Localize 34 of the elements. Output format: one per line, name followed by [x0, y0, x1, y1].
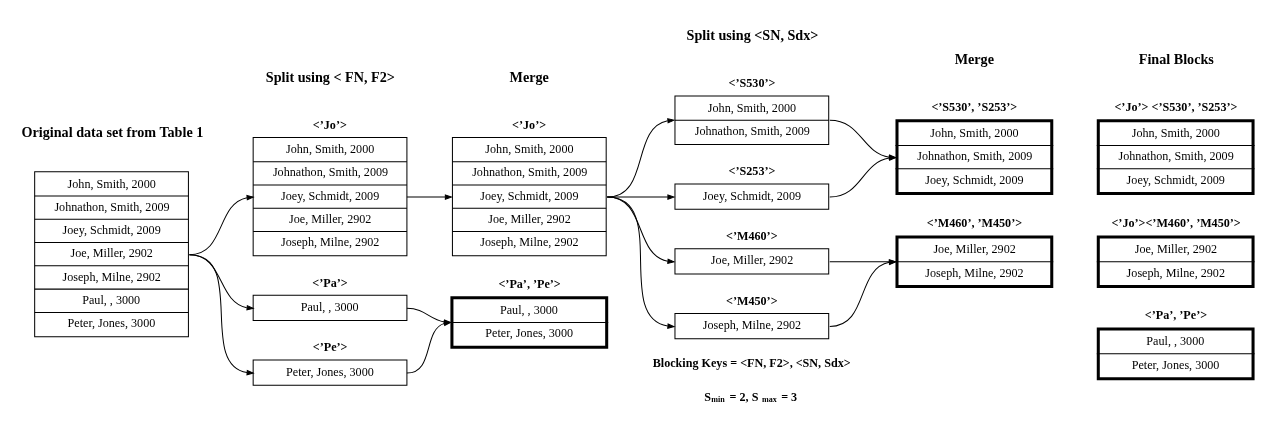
label: Final Blocks [1138, 50, 1214, 67]
node-box: Joey, Schmidt, 2009 [674, 182, 830, 210]
label: Split using < FN, F2> [265, 68, 395, 85]
node-box: Joseph, Milne, 2902 [674, 312, 830, 339]
node-box: Joe, Miller, 2902 [674, 247, 830, 274]
label: Blocking Keys = <FN, F2>, <SN, Sdx> [652, 355, 851, 370]
arrow [406, 193, 453, 200]
node-label: <’M460’> [726, 228, 778, 243]
node-label: <’Pe’> [312, 339, 348, 354]
label: Merge [509, 68, 549, 85]
arrow [606, 196, 676, 264]
node-box: Peter, Jones, 3000 [252, 358, 408, 386]
arrow [188, 253, 255, 375]
node-label: <’Pa’, ’Pe’> [1144, 307, 1208, 322]
node-label: <’S253’> [728, 163, 776, 178]
arrow [606, 193, 676, 200]
label: Merge [954, 50, 994, 67]
arrow [606, 196, 676, 329]
node-label: <’M460’, ’M450’> [926, 215, 1023, 230]
arrow [829, 259, 897, 327]
label: Split using <SN, Sdx> [686, 26, 819, 43]
arrow [606, 117, 676, 198]
node-label: <’Jo’> [312, 117, 347, 132]
node-label: <’Jo’><’M460’, ’M450’> [1111, 215, 1241, 230]
node-box: Paul, , 3000 [252, 294, 408, 321]
arrow [829, 258, 897, 265]
label: Original data set from Table 1 [21, 123, 204, 140]
node-label: <’Jo’> [512, 117, 547, 132]
node-label: <’Pa’, ’Pe’> [498, 276, 561, 291]
node-label: <’Jo’> <’S530’, ’S253’> [1114, 99, 1238, 114]
node-label: <’Pa’> [312, 275, 348, 290]
node-label: <’S530’> [728, 75, 776, 90]
node-label: <’S530’, ’S253’> [931, 99, 1018, 114]
node-label: <’M450’> [726, 293, 778, 308]
